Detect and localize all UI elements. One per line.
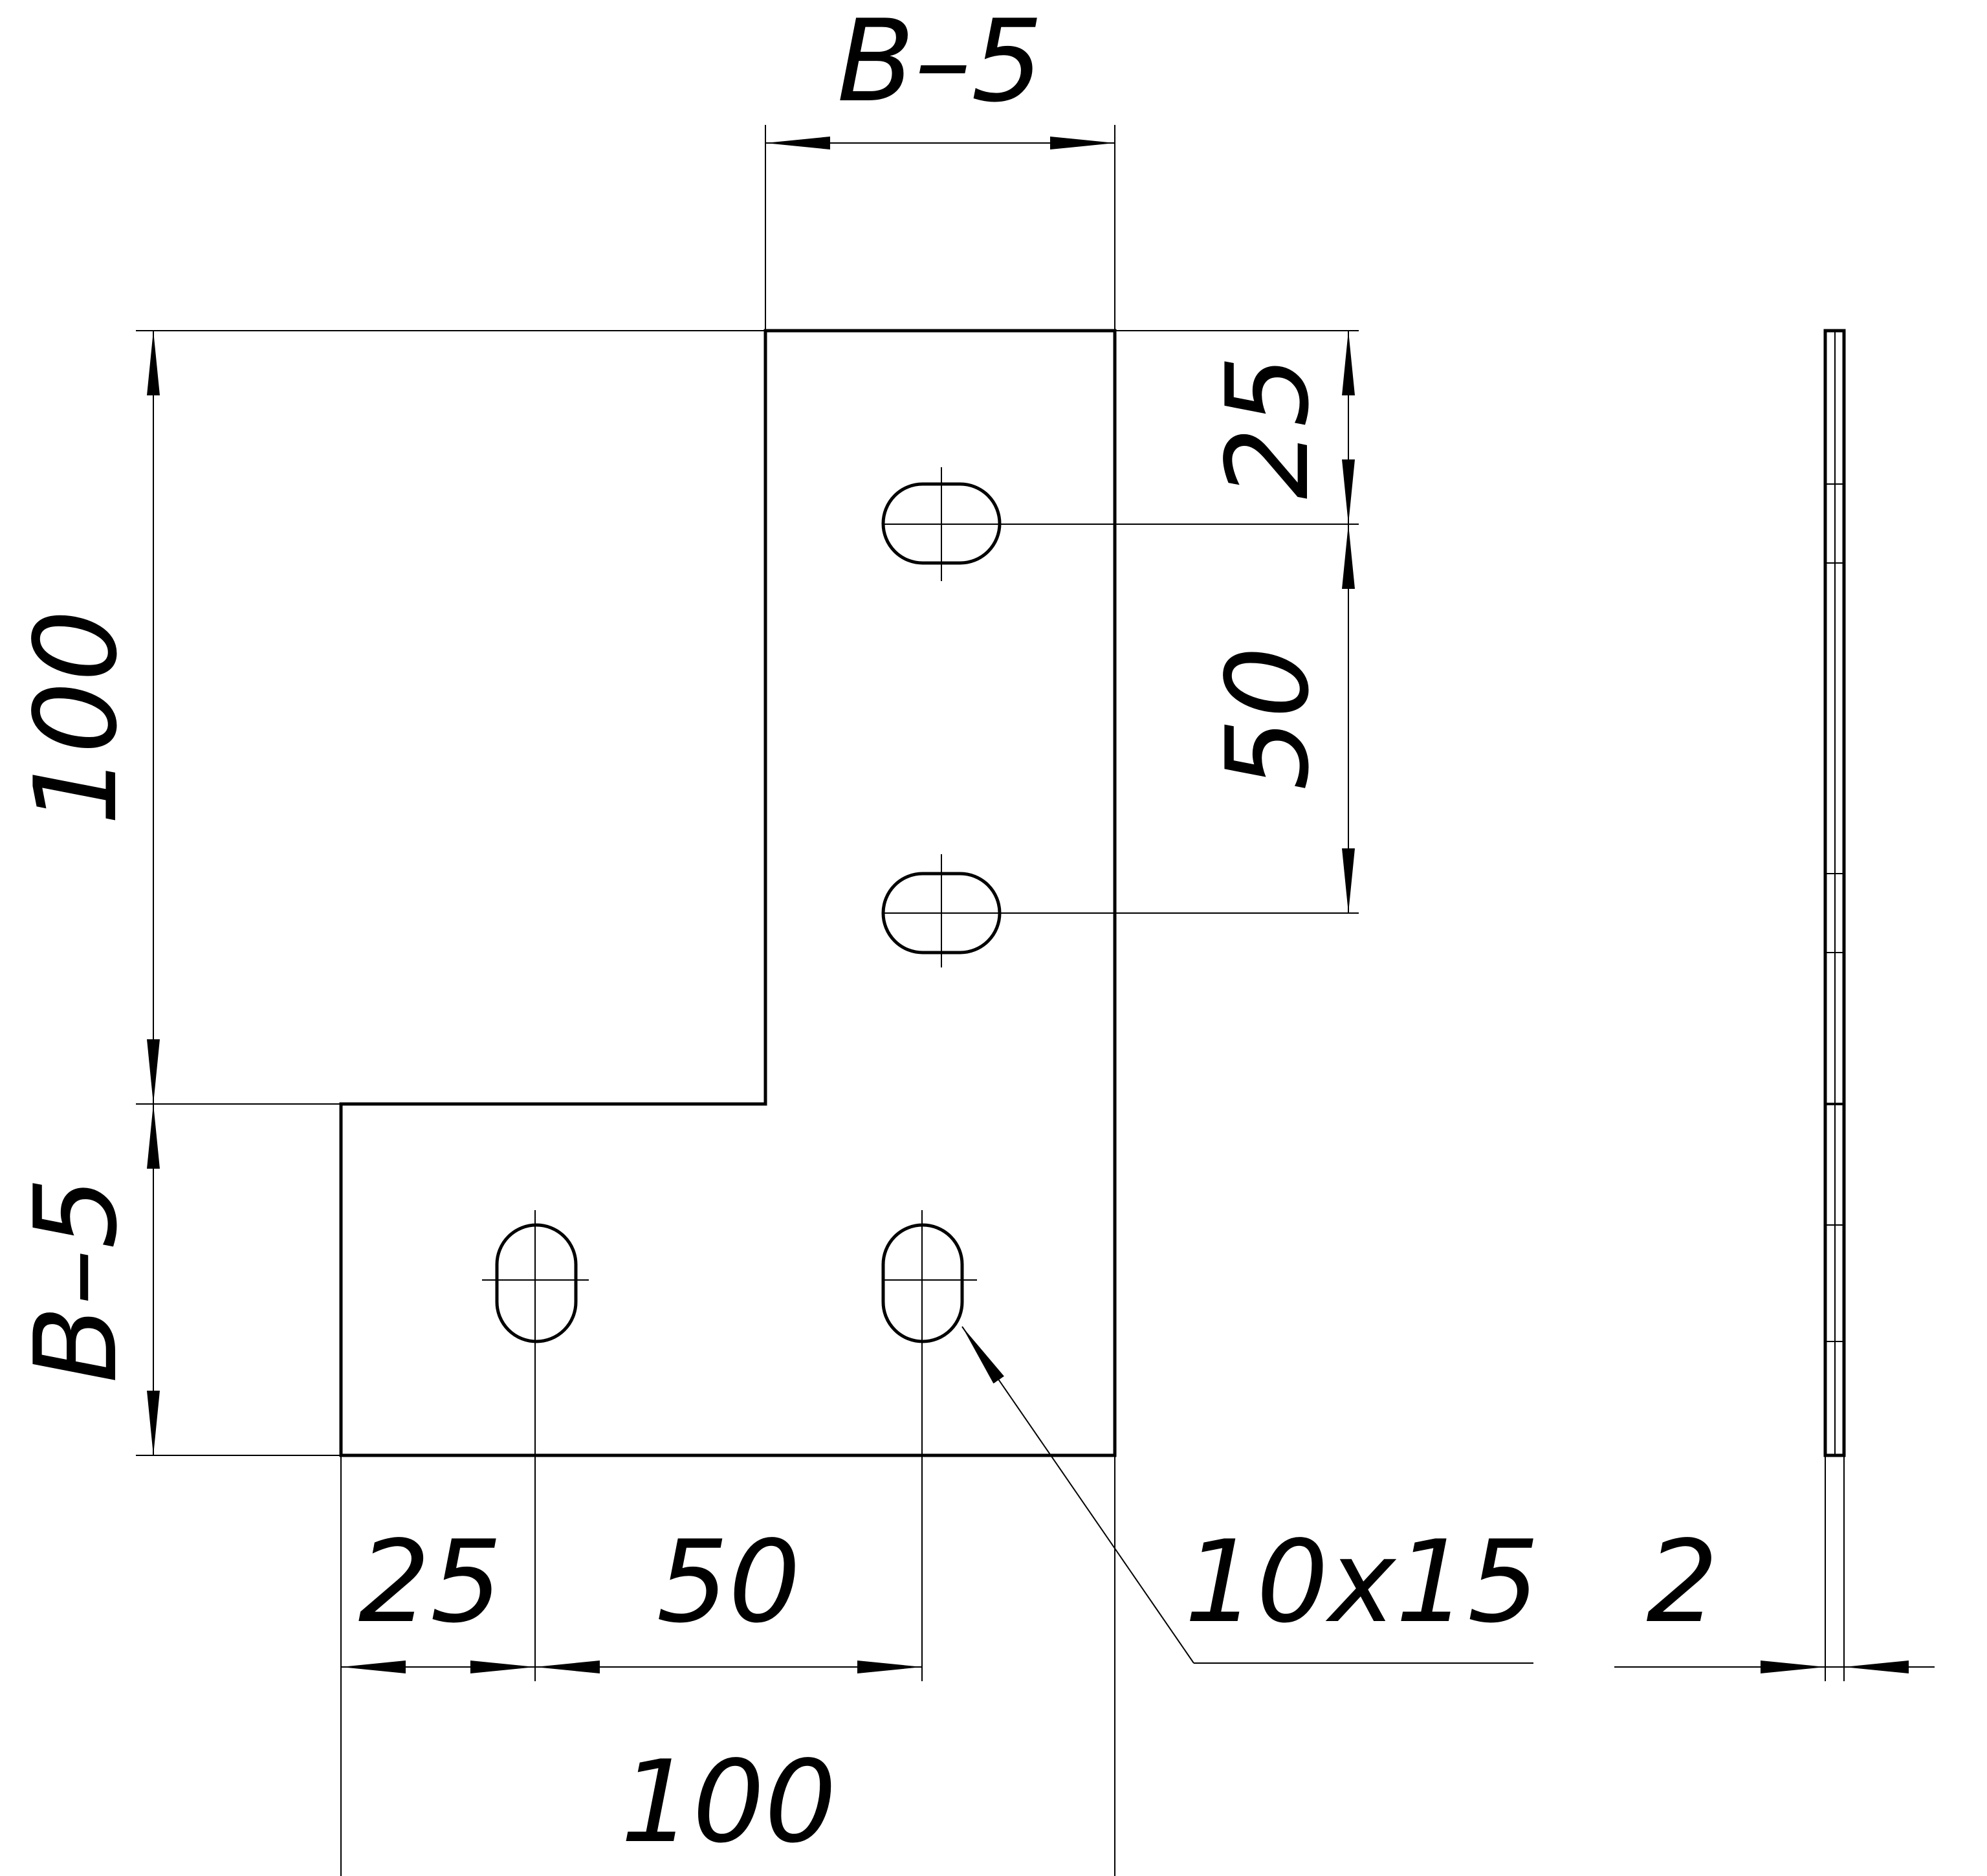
dim-left-lower-label: B–5 — [11, 1177, 142, 1384]
slot-hole-bottom-left — [482, 1210, 589, 1455]
slot-hole-bottom-right — [881, 1210, 977, 1455]
dimension-lines — [147, 137, 1935, 1673]
dim-right-spacing-label: 50 — [1203, 646, 1334, 791]
extension-lines — [136, 125, 1845, 1876]
dim-bottom-spacing-label: 50 — [657, 1517, 801, 1648]
dim-bottom-offset-label: 25 — [358, 1517, 503, 1648]
dim-top-width-label: B–5 — [837, 0, 1044, 127]
dim-slot-size-label: 10x15 — [1185, 1517, 1540, 1648]
dim-bottom-total-label: 100 — [620, 1737, 837, 1868]
slot-hole-middle — [881, 854, 1021, 967]
plate-outline — [339, 329, 1117, 1457]
dim-right-top-label: 25 — [1203, 355, 1334, 500]
slot-leader — [961, 1326, 1533, 1664]
dim-thickness-label: 2 — [1646, 1517, 1718, 1648]
dim-left-height-label: 100 — [11, 610, 142, 826]
side-view — [1823, 329, 1846, 1457]
slot-hole-top — [881, 467, 1021, 581]
